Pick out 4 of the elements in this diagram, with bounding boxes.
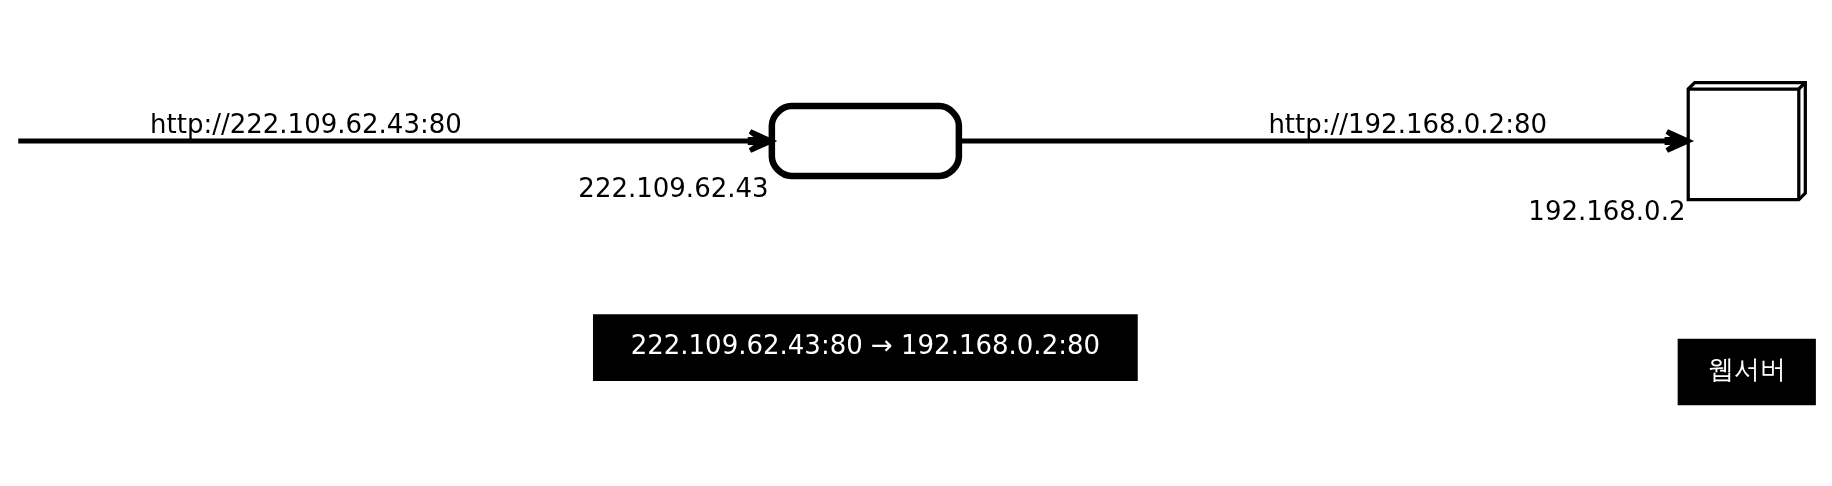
node-label: 222.109.62.43 [578,172,769,203]
edge-label: http://222.109.62.43:80 [150,108,462,139]
edge-label: http://192.168.0.2:80 [1268,108,1548,139]
node-label: 192.168.0.2 [1528,195,1686,226]
